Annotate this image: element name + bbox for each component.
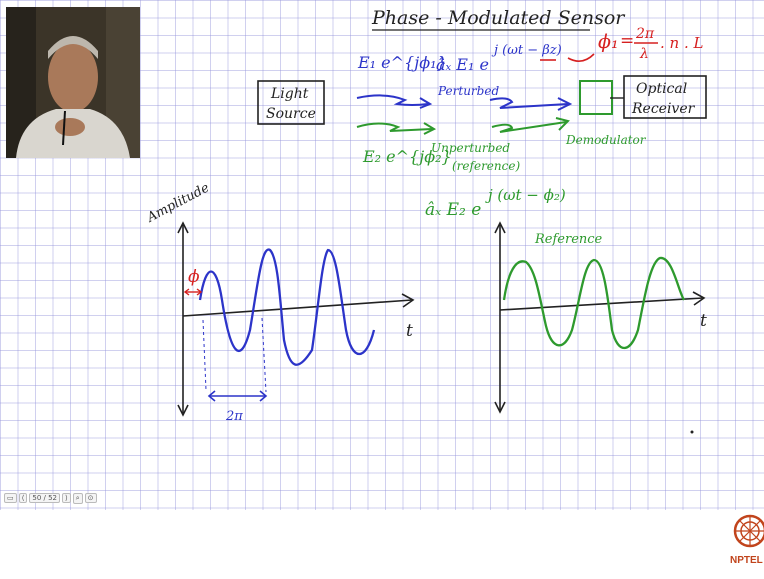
toolbar-fit-icon[interactable]: ⊙	[84, 493, 97, 503]
optical-receiver-line1: Optical	[636, 81, 687, 97]
toolbar-pages-icon[interactable]: ▭	[4, 493, 17, 503]
plot1-ylabel: Amplitude	[144, 180, 212, 226]
phase-formula: ϕ₁ = 2π λ . n . L	[598, 26, 704, 62]
plot2-axes	[494, 221, 706, 414]
demodulator-box	[579, 80, 613, 115]
presenter-webcam	[6, 7, 140, 158]
optical-receiver-line2: Receiver	[631, 101, 696, 117]
formula-numerator: 2π	[635, 26, 655, 42]
nptel-logo-text: NPTEL	[730, 555, 763, 566]
light-source-box	[257, 80, 325, 125]
nptel-logo: NPTEL	[726, 505, 764, 575]
slide-title: Phase - Modulated Sensor	[371, 7, 626, 29]
label-demodulator: Demodulator	[565, 133, 647, 147]
handwritten-lecture-notes: Phase - Modulated Sensor ϕ₁ = 2π λ . n .…	[144, 7, 707, 434]
expr-e1-base: âₓ E₁ e	[436, 55, 489, 74]
label-perturbed: Perturbed	[437, 84, 499, 98]
expr-e1-exponent: j (ωt − βz)	[491, 43, 562, 58]
toolbar-prev-button[interactable]: ⟨	[18, 493, 28, 503]
whiteboard: Phase - Modulated Sensor ϕ₁ = 2π λ . n .…	[0, 0, 764, 510]
perturbed-path-arrows	[356, 94, 573, 111]
optical-receiver-box	[623, 75, 707, 119]
formula-link-arrow	[567, 53, 595, 62]
reference-waveform	[502, 256, 686, 350]
label-reference-paren: (reference)	[452, 159, 520, 173]
plot2-xlabel: t	[700, 311, 707, 331]
field-e2: E₂ e^{jϕ₂}	[362, 147, 452, 166]
period-arrow	[207, 390, 268, 402]
plot1-axes	[177, 221, 415, 417]
plot1-xlabel: t	[406, 321, 413, 341]
light-source-line2: Source	[266, 106, 316, 122]
toolbar-page-indicator: 50 / 52	[29, 493, 60, 503]
formula-rest: . n . L	[660, 34, 704, 52]
formula-denominator: λ	[639, 46, 649, 62]
expr-e2-base: âₓ E₂ e	[425, 200, 481, 220]
light-source-line1: Light	[270, 86, 309, 102]
toolbar-zoom-icon[interactable]: ⌕	[72, 492, 83, 504]
pdf-page-toolbar[interactable]: ▭ ⟨ 50 / 52 ⟩ ⌕ ⊙	[4, 491, 97, 505]
phase-offset-arrow	[183, 288, 203, 296]
field-e1: E₁ e^{jϕ₁}	[357, 53, 447, 72]
toolbar-next-button[interactable]: ⟩	[61, 493, 71, 503]
perturbed-waveform	[198, 248, 376, 366]
formula-equals: =	[620, 31, 634, 51]
reference-path-arrows	[356, 117, 570, 135]
ink-dot	[690, 430, 694, 434]
period-label: 2π	[225, 409, 243, 424]
expr-e2-exponent: j (ωt − ϕ₂)	[485, 186, 566, 204]
phase-symbol: ϕ	[188, 267, 200, 287]
label-unperturbed: Unperturbed	[431, 141, 510, 155]
plot2-title: Reference	[534, 232, 603, 247]
period-guides	[202, 317, 267, 393]
formula-phi: ϕ₁	[598, 31, 619, 53]
